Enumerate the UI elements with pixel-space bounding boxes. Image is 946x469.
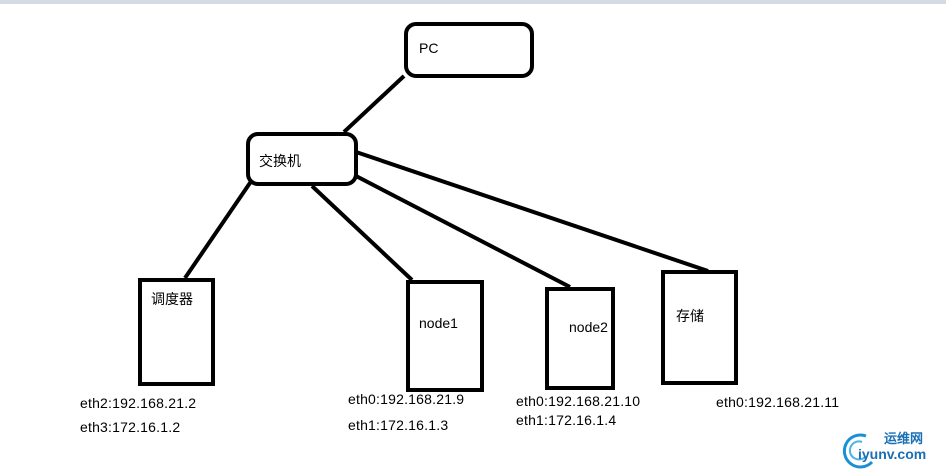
pc-label: PC (419, 40, 439, 56)
scheduler-node (138, 278, 215, 386)
node1-label: node1 (419, 315, 458, 331)
link-switch-node1 (310, 184, 414, 282)
node1-ip-2: eth1:172.16.1.3 (348, 417, 449, 433)
node2-ip-1: eth0:192.168.21.10 (516, 393, 641, 409)
window-top-border (0, 0, 946, 4)
node1-node (406, 280, 484, 392)
node2-node (545, 287, 615, 390)
link-pc-switch (342, 74, 406, 134)
storage-node (661, 270, 738, 385)
watermark-logo-icon (842, 433, 874, 469)
scheduler-ip-2: eth3:172.16.1.2 (80, 419, 181, 435)
link-switch-storage (355, 150, 709, 273)
pc-node (404, 22, 534, 78)
scheduler-label: 调度器 (151, 291, 193, 307)
node2-label: node2 (569, 319, 608, 335)
scheduler-ip-1: eth2:192.168.21.2 (80, 395, 197, 411)
switch-node (246, 132, 358, 186)
watermark-text-url: iyunv.com (858, 446, 927, 462)
storage-label: 存储 (676, 308, 704, 324)
link-switch-node2 (355, 174, 571, 289)
switch-label: 交换机 (259, 153, 301, 169)
node2-ip-2: eth1:172.16.1.4 (516, 412, 617, 428)
watermark-text-cn: 运维网 (884, 431, 924, 446)
storage-ip-1: eth0:192.168.21.11 (716, 394, 840, 410)
node1-ip-1: eth0:192.168.21.9 (348, 391, 465, 407)
link-switch-scheduler (183, 178, 254, 280)
